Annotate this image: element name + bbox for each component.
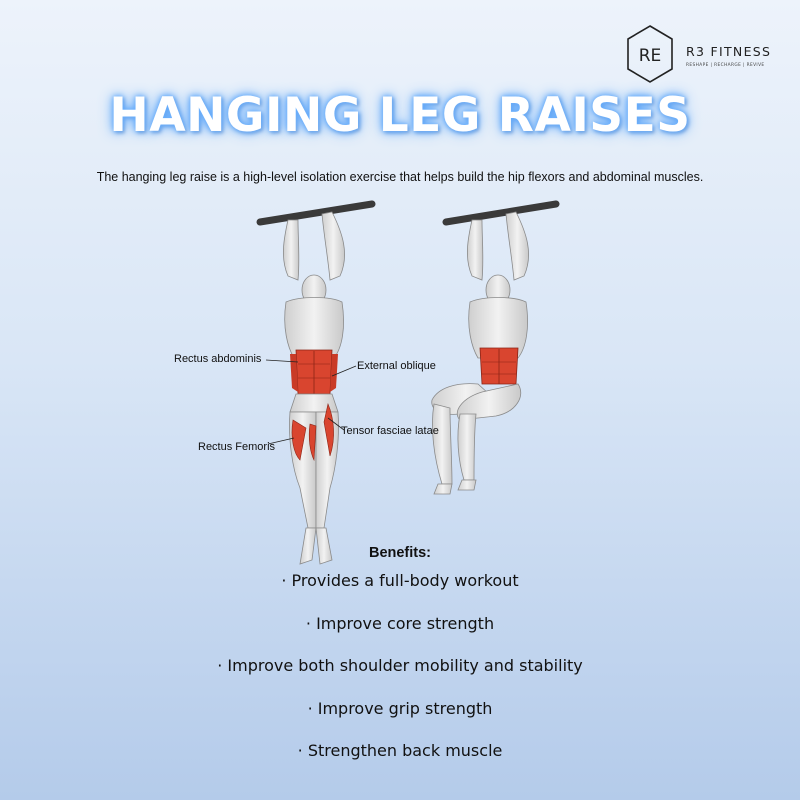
benefit-item: · Improve both shoulder mobility and sta… [217, 656, 583, 675]
benefit-item: · Provides a full-body workout [281, 571, 519, 590]
benefit-item: · Strengthen back muscle [297, 741, 503, 760]
label-rectus-femoris: Rectus Femoris [198, 441, 276, 453]
pull-up-bar-2 [442, 200, 560, 226]
label-rectus-abdominis: Rectus abdominis [174, 353, 262, 365]
page-title: HANGING LEG RAISES [109, 88, 691, 143]
logo-monogram: RE [639, 46, 662, 66]
brand-tagline: RESHAPE | RECHARGE | REVIVE [686, 63, 765, 68]
exercise-illustration [256, 200, 560, 565]
hexagon-logo-icon: RE [627, 25, 673, 83]
pull-up-bar [256, 200, 376, 226]
label-tensor-fasciae-latae: Tensor fasciae latae [341, 425, 439, 437]
benefits-heading: Benefits: [368, 545, 432, 561]
label-external-oblique: External oblique [357, 360, 436, 372]
benefit-item: · Improve grip strength [307, 699, 493, 718]
benefit-item: · Improve core strength [305, 614, 495, 633]
figure-hanging-straight [256, 200, 376, 565]
brand-logo: RE R3 FITNESS RESHAPE | RECHARGE | REVIV… [626, 24, 776, 88]
brand-name: R3 FITNESS [686, 44, 772, 59]
figure-knee-raise [431, 200, 560, 495]
exercise-description: The hanging leg raise is a high-level is… [96, 170, 704, 184]
